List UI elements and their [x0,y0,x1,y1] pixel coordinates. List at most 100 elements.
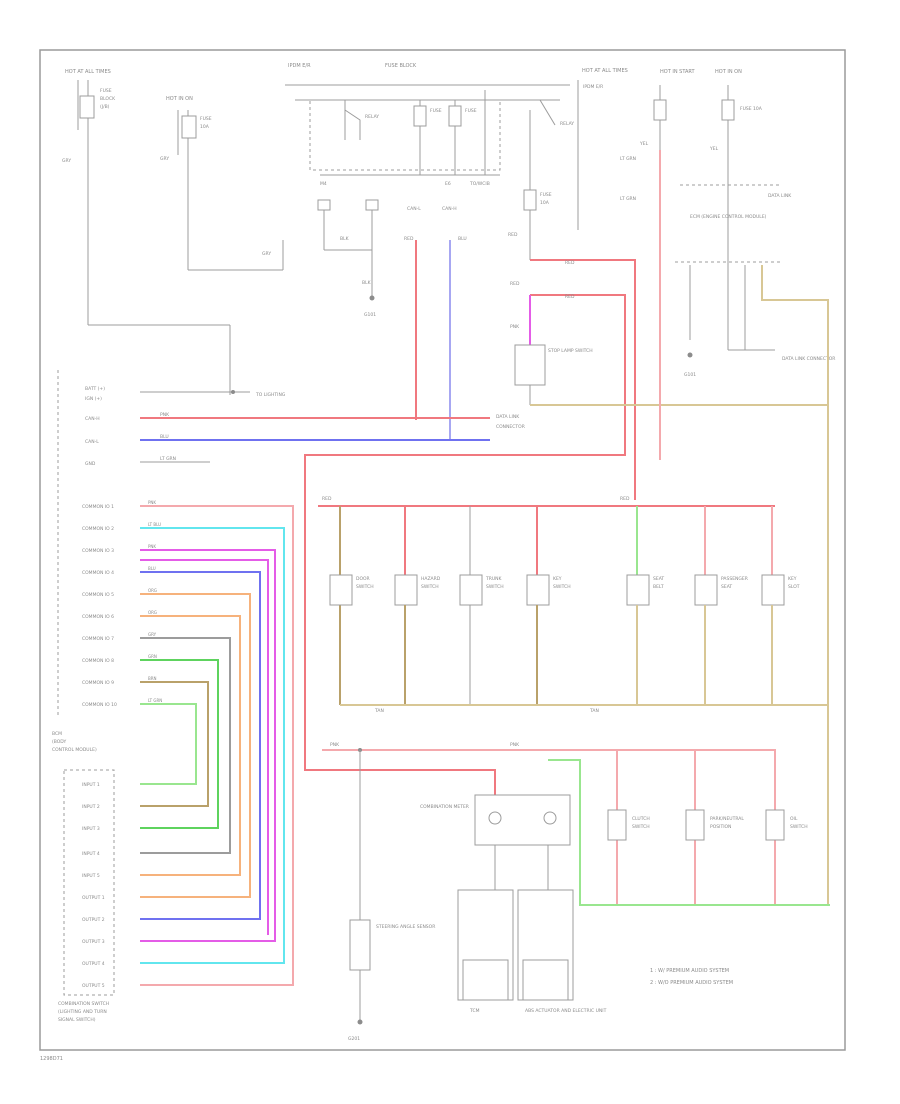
svg-text:COMMON IO 1: COMMON IO 1 [82,504,114,510]
svg-text:BRN: BRN [148,676,157,681]
svg-text:PNK: PNK [510,324,520,330]
svg-text:RED: RED [565,260,575,266]
svg-text:CONNECTOR: CONNECTOR [496,424,525,430]
svg-text:SLOT: SLOT [788,584,800,590]
svg-text:INPUT 2: INPUT 2 [82,804,100,810]
svg-text:ORG: ORG [148,610,157,615]
combination-switch: INPUT 1 INPUT 2 INPUT 3 INPUT 4 INPUT 5 … [58,769,115,1023]
svg-text:E6: E6 [445,181,451,187]
svg-text:RED: RED [620,496,630,502]
svg-text:INPUT 1: INPUT 1 [82,782,100,788]
legend: 1 : W/ PREMIUM AUDIO SYSTEM 2 : W/O PREM… [650,968,733,986]
label-hot-all-times: HOT AT ALL TIMES [65,69,111,75]
svg-text:DATA LINK: DATA LINK [768,193,792,199]
svg-text:PNK: PNK [148,544,156,549]
svg-text:COMMON IO 9: COMMON IO 9 [82,680,114,686]
svg-text:HAZARD: HAZARD [421,576,441,582]
svg-text:TRUNK: TRUNK [485,576,503,582]
label-stop-lamp-switch: STOP LAMP SWITCH [548,348,593,354]
lower-area: PNK PNK STEERING ANGLE SENSOR G201 COMBI… [322,742,830,1042]
svg-text:SWITCH: SWITCH [632,824,650,830]
label-tcm: TCM [469,1008,480,1014]
svg-text:RED: RED [322,496,332,502]
svg-text:INPUT 5: INPUT 5 [82,873,100,879]
svg-text:FUSE: FUSE [465,108,477,114]
svg-text:COMMON IO 5: COMMON IO 5 [82,592,114,598]
label-ground: G101 [364,312,376,318]
svg-text:SWITCH: SWITCH [421,584,439,590]
label-relay: RELAY [365,114,379,120]
svg-text:PNK: PNK [160,412,170,418]
svg-text:G201: G201 [348,1036,360,1042]
svg-text:BLK: BLK [362,280,372,286]
label-abs: ABS ACTUATOR AND ELECTRIC UNIT [525,1008,607,1014]
svg-text:FUSE: FUSE [100,88,112,94]
svg-text:SWITCH: SWITCH [553,584,571,590]
svg-text:RED: RED [510,281,520,287]
svg-text:BELT: BELT [653,584,664,590]
svg-text:RED: RED [404,236,414,242]
svg-text:RED: RED [508,232,518,238]
svg-text:BATT (+): BATT (+) [85,386,105,392]
top-center-relays: IPDM E/R FUSE BLOCK RELAY FUSE FUSE RELA… [285,63,574,440]
svg-text:COMMON IO 4: COMMON IO 4 [82,570,114,576]
svg-text:CLUTCH: CLUTCH [632,816,650,822]
label-combo-meter: COMBINATION METER [420,804,469,810]
svg-text:YEL: YEL [709,146,719,152]
svg-text:TO/WCIB: TO/WCIB [469,181,490,187]
svg-text:YEL: YEL [639,141,649,147]
svg-text:COMMON IO 6: COMMON IO 6 [82,614,114,620]
svg-text:FUSE: FUSE [430,108,442,114]
svg-text:GRY: GRY [62,158,71,164]
svg-text:LT GRN: LT GRN [620,196,636,202]
label-hot-in-on: HOT IN ON [166,96,193,102]
svg-text:PNK: PNK [510,742,520,748]
svg-text:IPDM E/R: IPDM E/R [583,84,603,90]
svg-text:LT GRN: LT GRN [148,698,162,703]
svg-text:GRY: GRY [148,632,157,637]
svg-text:TO LIGHTING: TO LIGHTING [255,392,286,398]
svg-text:10A: 10A [200,124,210,130]
svg-text:INPUT 4: INPUT 4 [82,851,100,857]
svg-text:GRY: GRY [262,251,271,257]
svg-text:GRY: GRY [160,156,169,162]
bcm-io-wires: COMMON IO 1 COMMON IO 2 COMMON IO 3 COMM… [52,500,294,986]
svg-text:(LIGHTING AND TURN: (LIGHTING AND TURN [58,1009,107,1015]
svg-text:FUSE: FUSE [540,192,552,198]
svg-text:COMBINATION SWITCH: COMBINATION SWITCH [58,1001,109,1007]
svg-text:BLU: BLU [160,434,169,440]
svg-text:FUSE: FUSE [200,116,212,122]
svg-text:PASSENGER: PASSENGER [721,576,748,582]
svg-text:OUTPUT 3: OUTPUT 3 [82,939,105,945]
svg-text:PNK: PNK [148,500,156,505]
label-ipdm: IPDM E/R [288,63,311,69]
svg-text:SWITCH: SWITCH [486,584,504,590]
svg-text:M4: M4 [320,181,327,187]
svg-text:BLU: BLU [148,566,156,571]
svg-text:KEY: KEY [788,576,797,582]
svg-text:COMMON IO 2: COMMON IO 2 [82,526,114,532]
svg-text:COMMON IO 7: COMMON IO 7 [82,636,114,642]
svg-text:INPUT 3: INPUT 3 [82,826,100,832]
svg-text:CAN-H: CAN-H [85,416,100,422]
svg-text:DOOR: DOOR [356,576,370,582]
svg-text:POSITION: POSITION [710,824,731,830]
legend-item-1: 1 : W/ PREMIUM AUDIO SYSTEM [650,968,729,974]
svg-text:COMMON IO 8: COMMON IO 8 [82,658,114,664]
svg-text:BCM: BCM [52,731,62,737]
top-left-circuits: HOT AT ALL TIMES FUSE BLOCK (J/B) GRY HO… [62,69,284,395]
svg-text:GRN: GRN [148,654,157,659]
svg-text:TAN: TAN [374,708,384,714]
svg-text:BLK: BLK [340,236,350,242]
svg-text:LT GRN: LT GRN [620,156,636,162]
svg-text:IGN (+): IGN (+) [85,396,102,402]
svg-text:(BODY: (BODY [52,739,67,745]
svg-text:KEY: KEY [553,576,562,582]
svg-text:G101: G101 [684,372,696,378]
svg-text:COMMON IO 10: COMMON IO 10 [82,702,117,708]
svg-text:DATA LINK: DATA LINK [496,414,520,420]
legend-item-2: 2 : W/O PREMIUM AUDIO SYSTEM [650,980,733,986]
svg-text:SIGNAL SWITCH): SIGNAL SWITCH) [58,1017,96,1023]
